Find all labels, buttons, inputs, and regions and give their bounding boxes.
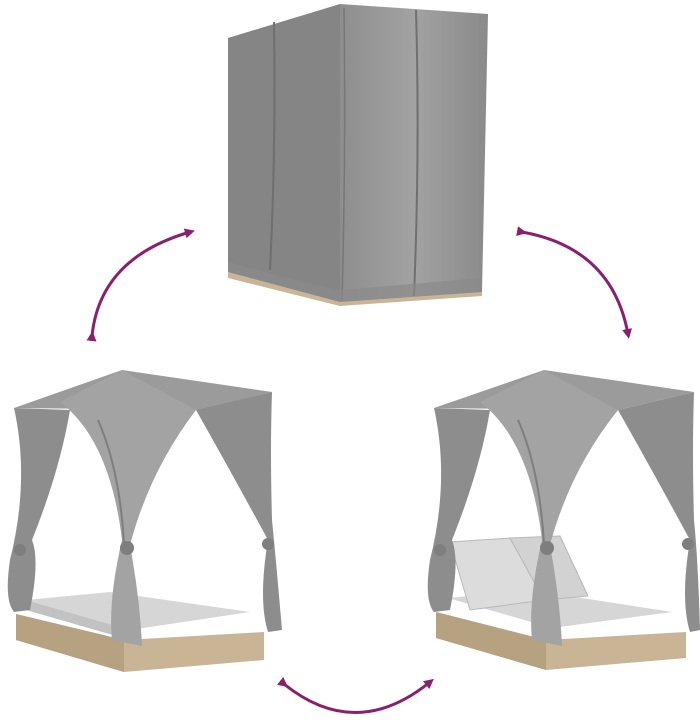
open-reclined-daybed-view [427, 370, 700, 670]
flat-curtain-tie [14, 544, 26, 556]
closed-fold-line [341, 7, 346, 301]
flat-curtain-back-left [7, 408, 70, 612]
flat-curtain-tie [120, 541, 134, 555]
closed-daybed-view [228, 4, 488, 306]
arrow-top-right-icon [516, 226, 632, 339]
closed-wicker-base [228, 272, 482, 306]
open-flat-daybed-view [7, 370, 282, 672]
reclined-curtain-tie [540, 541, 554, 555]
flat-curtain-back-right [196, 392, 282, 632]
arrow-top-left-icon [86, 228, 195, 342]
closed-hem [228, 262, 482, 302]
reclined-curtain-back-left [427, 408, 490, 612]
flat-curtain-front [60, 370, 196, 646]
closed-side-panel [228, 4, 340, 302]
arrow-bottom-icon [276, 676, 434, 714]
flat-curtain-tie [262, 538, 274, 550]
closed-fold-line [413, 9, 419, 297]
reclined-curtain-tie [682, 538, 694, 550]
reclined-curtain-front [480, 370, 618, 646]
closed-front-panel [340, 4, 488, 302]
reclined-curtain-back-right [618, 392, 700, 632]
reclined-curtain-tie [434, 544, 446, 556]
closed-fold-line [269, 21, 276, 271]
